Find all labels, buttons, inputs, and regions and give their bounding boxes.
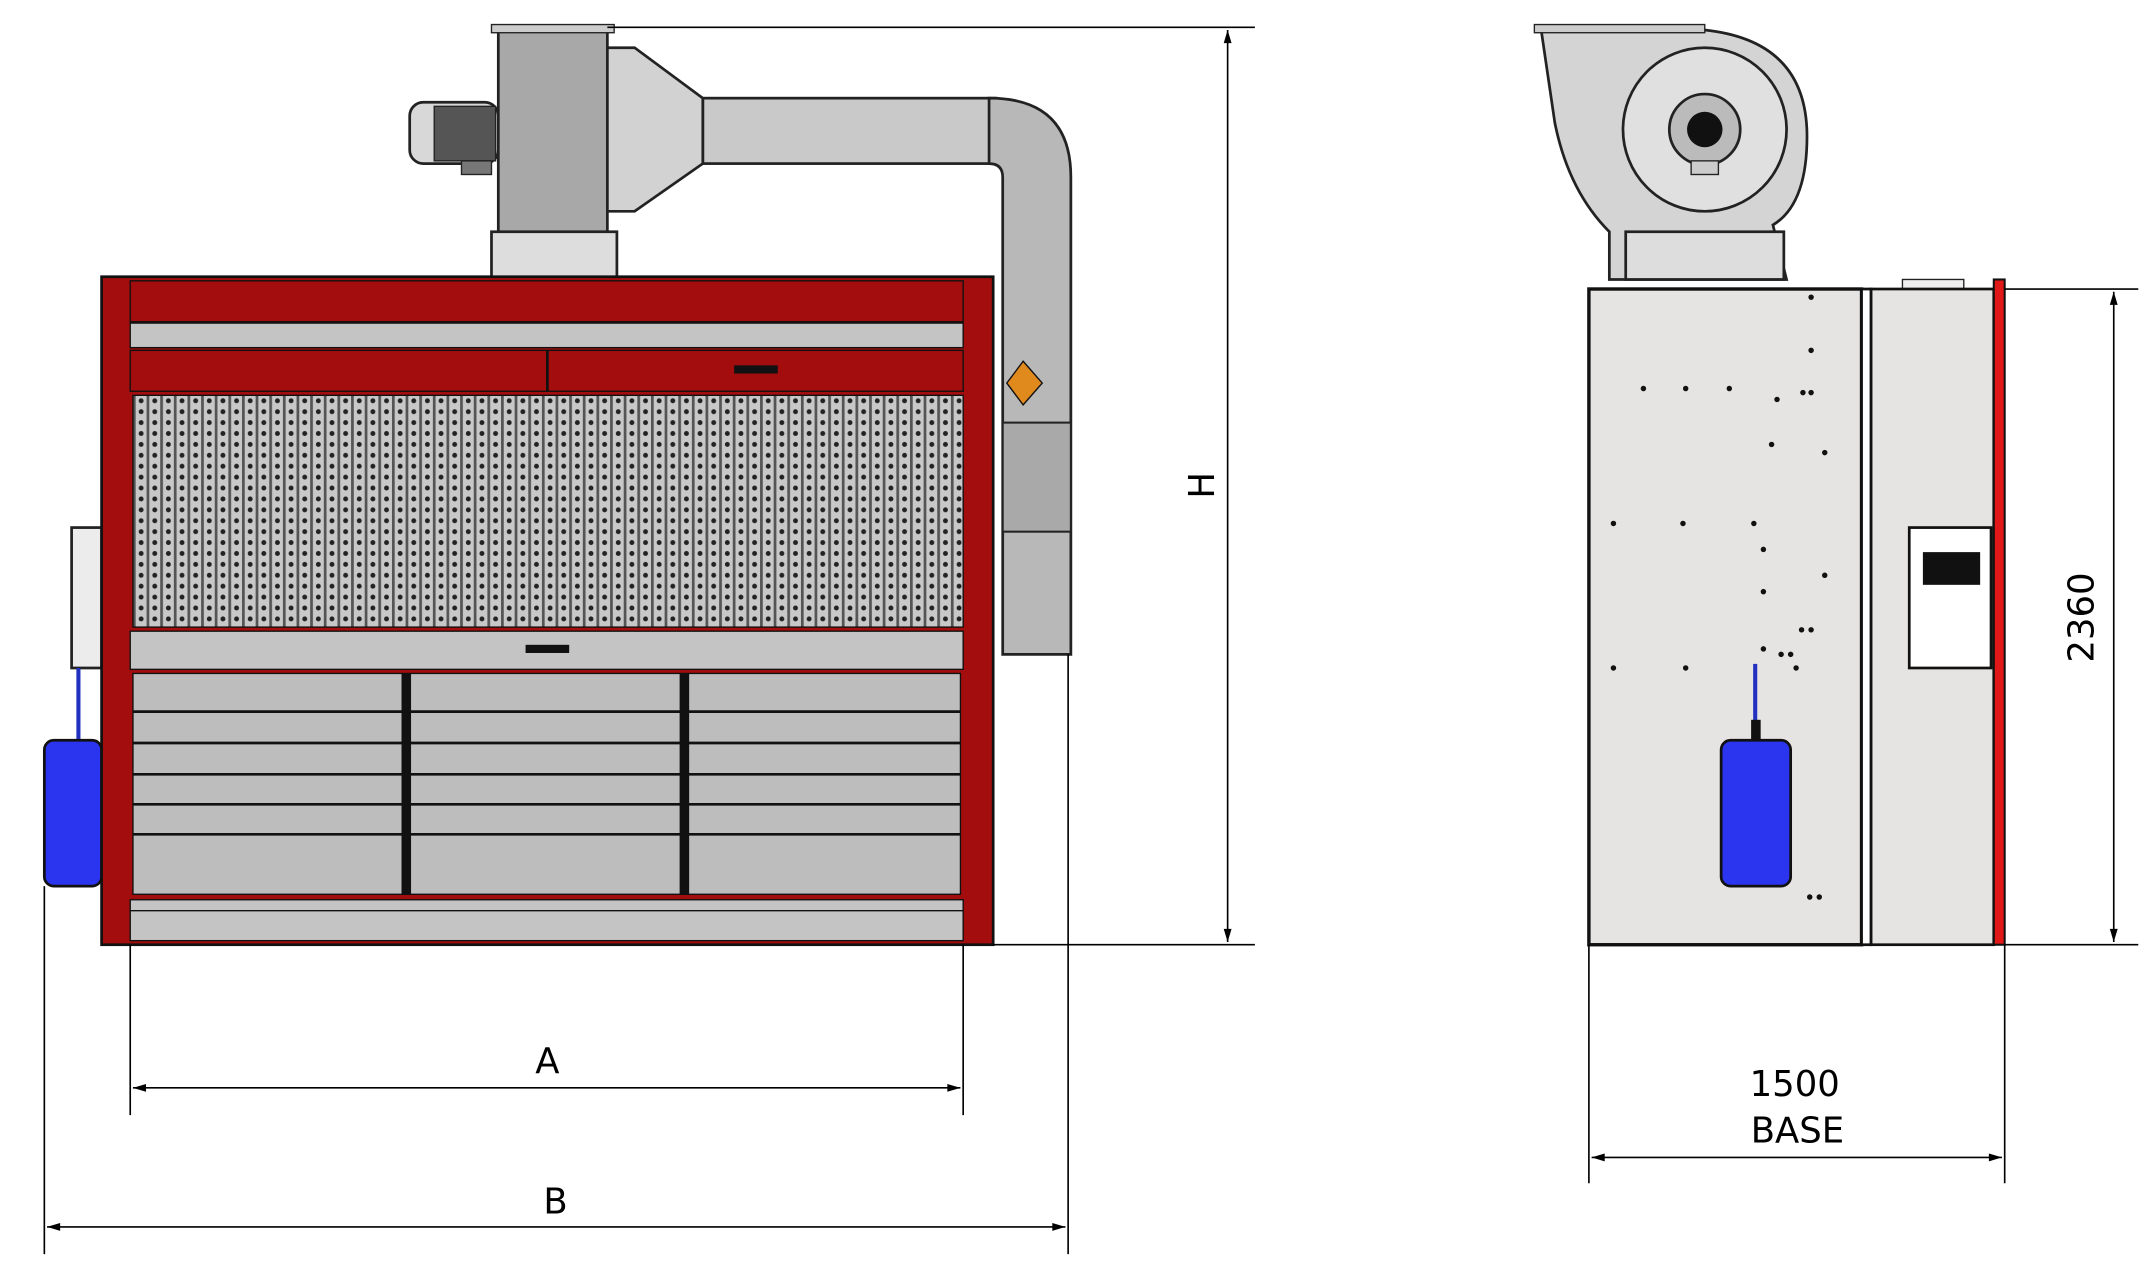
booth-body bbox=[100, 275, 1044, 947]
fan-unit bbox=[408, 23, 705, 280]
rivets bbox=[1610, 294, 1828, 900]
dimension-2360 bbox=[2004, 288, 2139, 946]
water-tank bbox=[42, 738, 103, 888]
side-fan-unit bbox=[1533, 23, 1965, 292]
side-water-tank bbox=[1719, 738, 1793, 888]
dimension-base-label: BASE bbox=[1751, 1110, 1844, 1151]
red-edge-strip bbox=[1992, 278, 2006, 946]
dimension-a-label: A bbox=[535, 1041, 559, 1082]
dimension-base-value: 1500 bbox=[1750, 1064, 1840, 1105]
dimension-h bbox=[607, 26, 1255, 946]
dimension-a bbox=[129, 944, 964, 1116]
lower-panels bbox=[132, 672, 962, 895]
dimension-b bbox=[43, 654, 1069, 1255]
left-control-box bbox=[70, 526, 103, 741]
side-view: 2360 1500 BASE bbox=[1533, 23, 2139, 1184]
dimension-h-label: H bbox=[1182, 472, 1223, 499]
dimension-base bbox=[1588, 944, 2006, 1184]
control-panel bbox=[1907, 526, 1993, 670]
front-view: H A B bbox=[42, 23, 1255, 1255]
dimension-b-label: B bbox=[543, 1181, 567, 1222]
filter-grid bbox=[132, 394, 964, 628]
warning-sign bbox=[1005, 360, 1044, 406]
dimension-2360-label: 2360 bbox=[2061, 572, 2102, 662]
